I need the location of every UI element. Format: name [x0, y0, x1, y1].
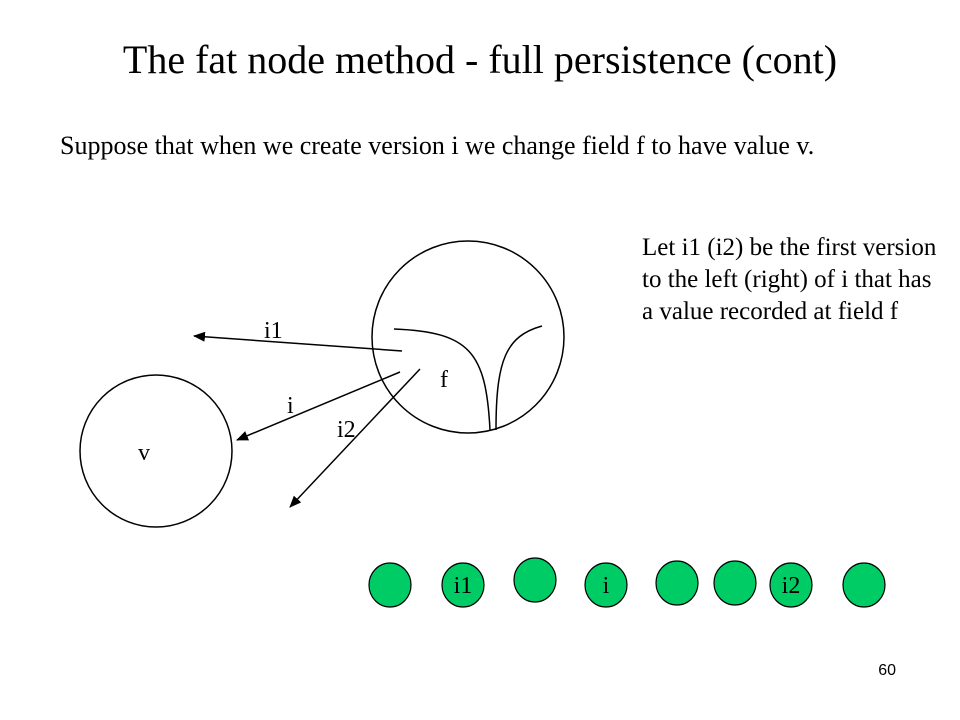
side-note: Let i1 (i2) be the first version to the … [642, 234, 937, 325]
node-v [79, 374, 233, 528]
field-f-label: f [440, 367, 448, 393]
arrow-label-i: i [287, 393, 294, 419]
page-number: 60 [878, 662, 896, 679]
version-node [769, 562, 813, 608]
arrow-i1 [193, 331, 403, 352]
field-divider-left [393, 328, 491, 431]
version-node [513, 557, 557, 603]
arrow-i [236, 371, 401, 441]
version-node [842, 562, 886, 608]
version-node [441, 562, 485, 608]
version-label-1: i1 [454, 573, 473, 599]
arrow-label-i1: i1 [264, 318, 283, 344]
arrow-i2 [289, 368, 421, 508]
version-label-6: i2 [782, 573, 801, 599]
node-v-label: v [138, 440, 150, 466]
version-node [368, 562, 412, 608]
version-node [655, 560, 699, 606]
slide-body-text: Suppose that when we create version i we… [60, 131, 815, 160]
slide-title: The fat node method - full persistence (… [122, 37, 838, 82]
version-node [713, 560, 757, 606]
version-node [584, 562, 628, 608]
version-row: i1 i i2 [368, 557, 886, 608]
field-divider-right [495, 325, 543, 431]
arrow-label-i2: i2 [337, 417, 356, 443]
version-label-3: i [603, 573, 610, 599]
fat-node [371, 240, 565, 434]
